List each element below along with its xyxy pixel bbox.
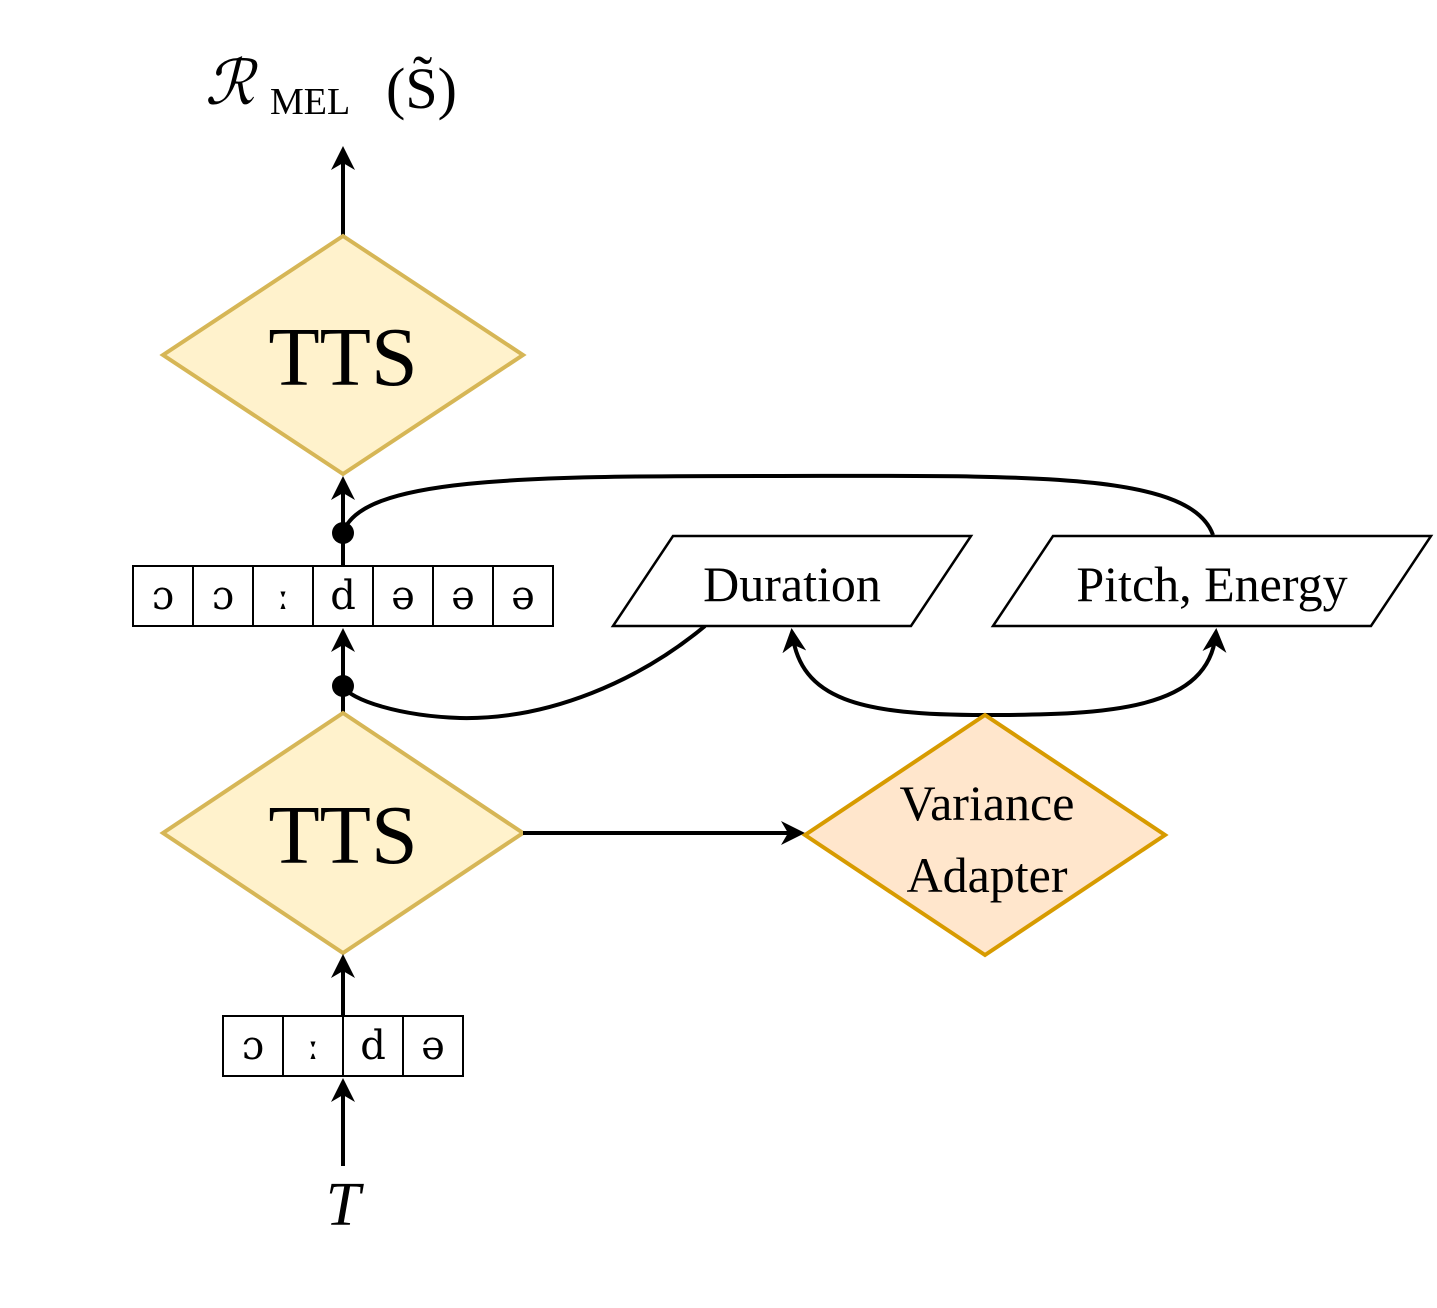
expanded-phoneme-symbol: ɔ: [152, 573, 174, 619]
input-phoneme-cell: [402, 1015, 464, 1077]
tts-bottom-diamond: [159, 710, 527, 956]
input-phoneme-symbol: ɔ: [242, 1023, 264, 1069]
expanded-phoneme-cell: [312, 565, 374, 627]
junction-dot-bottom: [332, 675, 354, 697]
expanded-phoneme-cell: [492, 565, 554, 627]
duration-node: Duration: [610, 534, 974, 628]
input-phoneme-cell: [282, 1015, 344, 1077]
expanded-phoneme-symbol: ə: [511, 573, 535, 619]
expanded-phoneme-cell: [132, 565, 194, 627]
tts-top-diamond: [159, 233, 527, 477]
expanded-phoneme-cell: [252, 565, 314, 627]
input-phoneme-symbol: ə: [421, 1023, 445, 1069]
arrow-adapter-to-duration: [782, 628, 986, 717]
variance-adapter-label-line1: Variance: [900, 775, 1075, 831]
variance-adapter-label-line2: Adapter: [906, 847, 1067, 903]
expanded-phoneme-symbol: ː: [276, 573, 289, 619]
tts-bottom-label: TTS: [268, 789, 417, 882]
expanded-phoneme-symbol: d: [330, 573, 356, 619]
tts-top-label: TTS: [268, 311, 417, 404]
input-phoneme-symbol: d: [360, 1023, 386, 1069]
pitch-energy-parallelogram: [990, 534, 1434, 628]
expanded-phoneme-cell: [372, 565, 434, 627]
pitch-energy-label: Pitch, Energy: [1076, 556, 1347, 612]
duration-parallelogram: [610, 534, 974, 628]
variance-adapter-diamond: [801, 712, 1169, 958]
expanded-phoneme-cell: [432, 565, 494, 627]
expanded-phoneme-symbol: ə: [391, 573, 415, 619]
output-script-r: ℛ: [205, 50, 259, 118]
duration-label: Duration: [703, 556, 881, 612]
arrow-adapter-to-pitch-energy: [984, 628, 1227, 717]
edge-duration-to-junction: [341, 624, 707, 721]
pitch-energy-node: Pitch, Energy: [990, 534, 1434, 628]
tts-top-node: TTS: [159, 233, 527, 477]
expanded-phoneme-symbol: ə: [451, 573, 475, 619]
output-argument: (S̃): [386, 56, 457, 121]
variance-adapter-node: Variance Adapter: [801, 712, 1169, 958]
output-subscript: MEL: [270, 81, 350, 123]
edge-pitch-energy-to-junction: [341, 473, 1215, 536]
expanded-phoneme-symbol: ɔ: [212, 573, 234, 619]
junction-dot-top: [332, 522, 354, 544]
input-phoneme-symbol: ː: [306, 1023, 319, 1069]
tts-bottom-node: TTS: [159, 710, 527, 956]
output-label: ℛ MEL (S̃): [205, 50, 457, 123]
input-text-label: T: [326, 1171, 365, 1239]
